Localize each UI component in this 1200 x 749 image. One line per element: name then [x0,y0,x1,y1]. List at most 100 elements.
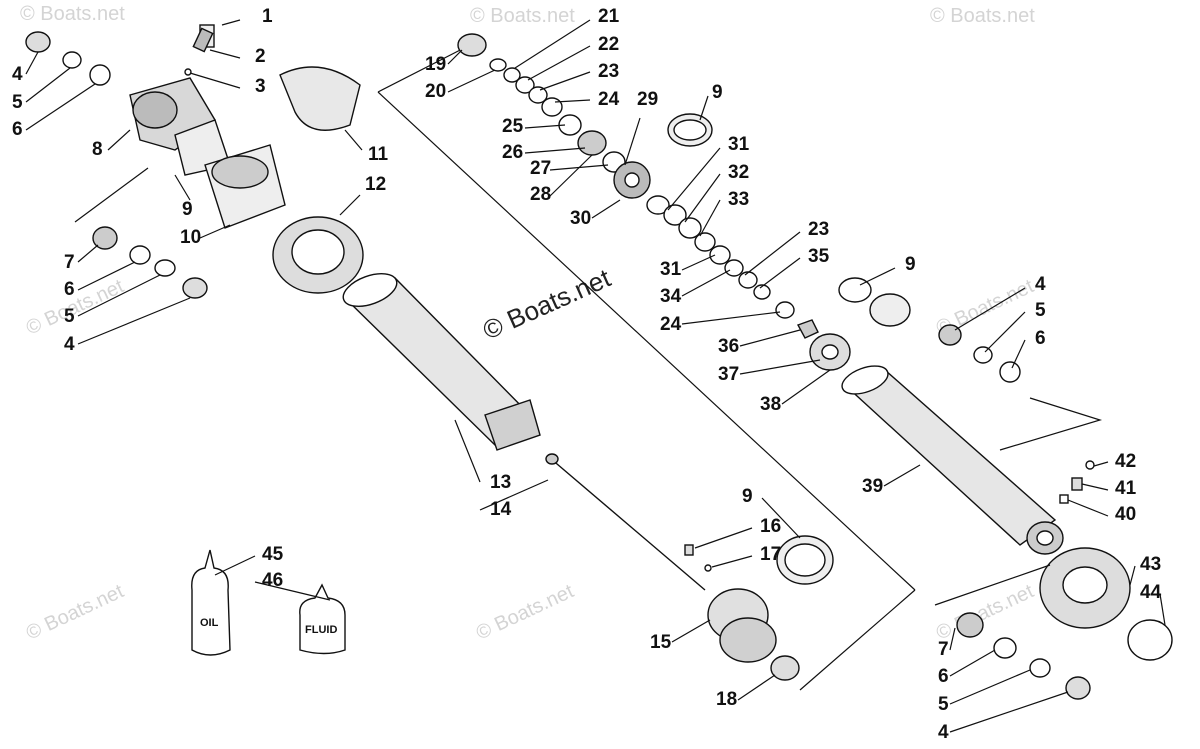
callout-number-6: 6 [938,666,949,687]
shim-24 [541,97,563,117]
callout-leader [77,244,99,263]
callout-number-9: 9 [742,486,753,507]
callout-number-12: 12 [365,174,386,195]
clip-6b [129,245,151,265]
callout-number-6: 6 [12,119,23,140]
callout-leader [1067,499,1109,517]
callout-number-7: 7 [64,252,75,273]
callout-leader [1011,339,1026,369]
callout-number-44: 44 [1140,582,1162,603]
body-tube-13-top [342,273,398,307]
callout-number-23: 23 [808,219,829,240]
callout-leader [254,581,331,601]
shim-34 [724,259,744,277]
shim-35 [753,284,771,300]
watermark: © Boats.net [23,580,128,644]
callout-number-4: 4 [938,722,949,743]
callout-leader [624,117,641,166]
clip-6d [993,637,1017,659]
callout-number-30: 30 [570,208,591,229]
plug-40 [1059,494,1069,504]
callout-labels: 1234568910111276541920212223242526272829… [12,6,1166,743]
callout-leader [744,231,801,276]
leader-line [74,167,149,223]
piston-15-band [719,617,777,663]
callout-leader [739,359,821,375]
watermark: © Boats.net [930,5,1035,27]
callout-leader [1093,461,1109,467]
callout-leader [189,72,241,89]
callout-leader [1159,593,1166,626]
shim-32 [678,217,702,239]
spring-seat-43-hole [1062,566,1108,604]
callout-leader [949,627,956,651]
washer-5c [973,346,993,364]
callout-leader [781,369,831,405]
callout-number-4: 4 [64,334,75,355]
watermark: © Boats.net [20,3,125,25]
callout-leader [25,67,71,103]
callout-number-26: 26 [502,142,523,163]
callout-number-24: 24 [598,89,620,110]
callout-leader [759,257,801,289]
callout-leader [25,51,39,75]
callout-leader [447,49,463,65]
callout-number-10: 10 [180,227,201,248]
callout-number-19: 19 [425,54,446,75]
callout-number-9: 9 [905,254,916,275]
washer-24b [775,301,795,319]
callout-number-39: 39 [862,476,883,497]
callout-number-31: 31 [660,259,682,280]
callout-number-22: 22 [598,34,619,55]
shim-23 [528,86,548,104]
callout-number-20: 20 [425,81,446,102]
callout-number-21: 21 [598,6,620,27]
callout-leader [1129,565,1136,586]
reservoir-tube [841,324,1173,700]
callout-leader [681,269,731,297]
callout-number-5: 5 [1035,300,1046,321]
bushing-4 [25,31,51,53]
bushing-7b [956,612,984,638]
bracket-line [934,564,1051,606]
bearing-37-bore [821,344,839,360]
ring-9-inner [673,119,707,141]
callout-leader [949,649,996,677]
sleeve-10-opening [211,155,269,189]
bushing-4b [182,277,208,299]
callout-number-31: 31 [728,134,750,155]
callout-leader [681,311,781,325]
callout-number-43: 43 [1140,554,1161,575]
ball-17 [704,564,712,572]
washer-18 [770,655,800,681]
callout-number-2: 2 [255,46,266,67]
bracket-line [799,589,916,691]
piston-29-bore [624,172,640,188]
washer-5d [1029,658,1051,678]
callout-leader [479,479,549,511]
clip-6 [89,64,111,86]
tube-39 [843,369,1057,546]
callout-number-11: 11 [368,144,389,165]
callout-leader [711,555,753,568]
shim-31b [709,245,731,265]
callout-number-6: 6 [64,279,75,300]
callout-leader [214,555,256,576]
callout-leader [739,329,801,347]
callout-leader [539,71,591,91]
bushing-4d [1065,676,1091,700]
callout-leader [699,199,721,237]
bushing-7 [92,226,118,250]
fluid-bottle-label: FLUID [305,624,337,636]
shaft-14 [549,457,706,591]
callout-number-36: 36 [718,336,739,357]
callout-number-13: 13 [490,472,511,493]
callout-number-8: 8 [92,139,103,160]
callout-leader [447,69,496,93]
callout-number-24: 24 [660,314,682,335]
body-tube-13-base [484,399,541,451]
callout-number-25: 25 [502,116,524,137]
washer-19 [457,33,487,57]
